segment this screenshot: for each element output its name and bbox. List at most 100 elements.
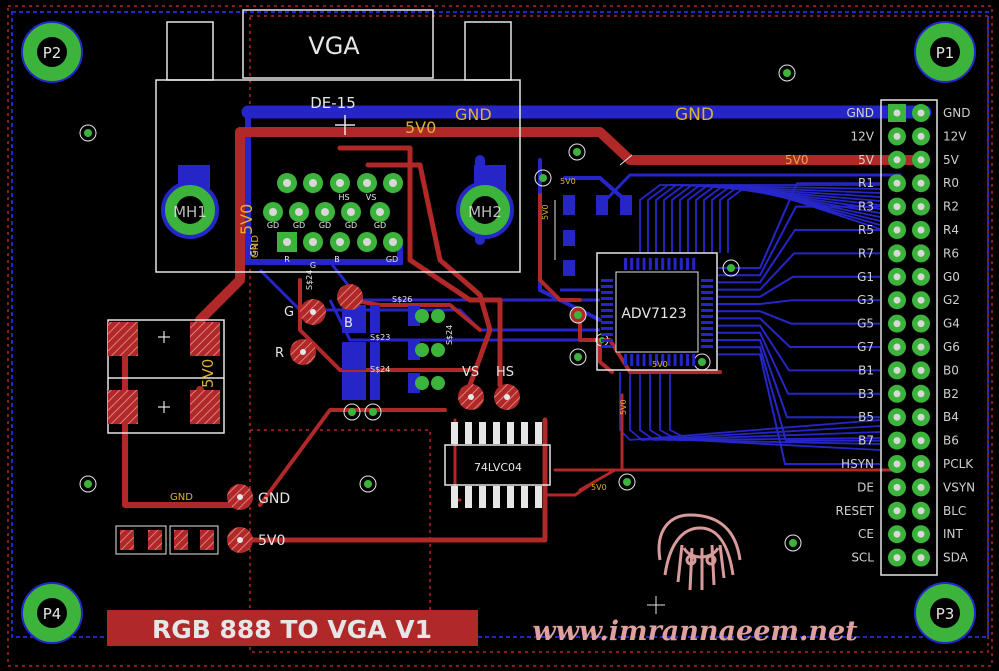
header-right-label: B6	[943, 434, 959, 448]
bus-trace	[727, 183, 881, 253]
header-right-label: G4	[943, 317, 960, 331]
bus-trace	[639, 372, 881, 441]
header-left-label: GND	[846, 106, 874, 120]
header-right-labels: GND12V5VR0R2R4R6G0G2G4G6B0B2B4B6PCLKVSYN…	[943, 106, 975, 565]
vga-signal-gd-3: GD	[319, 221, 331, 230]
header-pin-hole	[917, 296, 925, 304]
net-label-5v0-vertical: 5V0	[237, 204, 256, 235]
chip-pin	[601, 291, 613, 294]
bus-trace	[718, 346, 880, 442]
vga-pin-field	[263, 173, 403, 252]
buffer-pin	[521, 422, 528, 444]
header-pin-hole	[917, 109, 925, 117]
bus-trace	[649, 372, 881, 441]
chip-pin	[624, 354, 627, 366]
chip-pin	[601, 315, 613, 318]
bus-trace	[718, 339, 880, 419]
chip-pin	[667, 354, 671, 366]
header-left-label: R3	[858, 200, 874, 214]
buffer-pin	[535, 422, 542, 444]
header-left-label: DE	[857, 480, 874, 494]
header-pin-hole	[893, 109, 901, 117]
connector-type-label: DE-15	[310, 94, 356, 112]
vga-pin-hole	[389, 179, 397, 187]
buffer-pin	[507, 486, 514, 508]
resistor-packs: S$24 S$26 S$24 S$23 S$24	[305, 270, 454, 400]
mount-hole-mh2: MH2	[456, 165, 514, 239]
header-pin-hole	[917, 203, 925, 211]
chip-pin	[655, 258, 658, 270]
buffer-pin	[493, 422, 500, 444]
chip-adv7123: ADV7123	[596, 252, 718, 371]
header-left-label: B7	[858, 434, 874, 448]
crosshair-marks	[619, 154, 665, 614]
header-pin-hole	[917, 179, 925, 187]
bus-trace	[718, 331, 880, 395]
corner-hole-p2: P2	[21, 21, 83, 83]
chip-pin	[679, 354, 683, 366]
chip-pin	[701, 297, 713, 300]
buffer-pin	[451, 486, 458, 508]
header-pin-hole	[893, 273, 901, 281]
header-left-label: G7	[857, 340, 874, 354]
resistor-value-1: S$24	[305, 270, 314, 290]
vga-pin-hole	[347, 208, 355, 216]
signal-pads	[227, 284, 520, 553]
board-outline-red	[7, 5, 993, 667]
hole-label-p3: P3	[936, 605, 955, 623]
chip-74lvc04: 74LVC04	[444, 422, 551, 508]
pad-label-hs: HS	[496, 365, 514, 380]
header-pin-hole	[893, 460, 901, 468]
vga-pin-hole	[376, 208, 384, 216]
chip-pin	[601, 285, 613, 288]
chip-pin	[642, 354, 646, 366]
header-pin-hole	[893, 437, 901, 445]
header-pin-hole	[893, 296, 901, 304]
vga-pin-hole	[295, 208, 303, 216]
header-left-label: G3	[857, 293, 874, 307]
chip-pin	[686, 258, 689, 270]
header-left-label: SCL	[851, 551, 874, 565]
net-label-5v0-supply: 5V0	[199, 359, 217, 388]
vga-pin-hole	[321, 208, 329, 216]
board-outline-blue	[11, 11, 989, 638]
chip-pin	[601, 339, 613, 342]
hole-label-p2: P2	[43, 44, 62, 62]
vga-signal-gd-5: GD	[374, 221, 386, 230]
header-pin-hole	[917, 132, 925, 140]
header-left-label: G5	[857, 317, 874, 331]
vga-pin-hole	[363, 179, 371, 187]
header-left-label: HSYN	[841, 457, 874, 471]
net-label-5v0-right: 5V0	[785, 153, 808, 167]
vga-pin-hole	[336, 238, 344, 246]
vga-pin-hole	[336, 179, 344, 187]
chip-pin	[630, 258, 634, 270]
vga-signal-gd-7: GD	[249, 244, 258, 256]
chip-pin	[636, 258, 640, 270]
chip-buffer-label: 74LVC04	[474, 461, 522, 474]
vga-signal-g: G	[310, 261, 316, 270]
buffer-pin	[479, 422, 486, 444]
mh1-label: MH1	[173, 203, 207, 221]
bus-trace	[718, 317, 880, 348]
header-pin-hole	[893, 156, 901, 164]
net-label-5v0-chip: 5V0	[652, 360, 668, 369]
buffer-pin	[479, 486, 486, 508]
chip-pin	[673, 354, 677, 366]
header-right-label: 5V	[943, 153, 960, 167]
chip-pin	[686, 354, 689, 366]
vga-pin-hole	[283, 179, 291, 187]
header-right-label: B2	[943, 387, 959, 401]
header-left-label: B5	[858, 410, 874, 424]
header-pin-hole	[893, 483, 901, 491]
smd-parts-top	[554, 195, 632, 276]
header-left-label: B3	[858, 387, 874, 401]
chip-pin	[701, 315, 713, 318]
chip-pin	[601, 333, 613, 336]
header-pin-hole	[917, 460, 925, 468]
chip-pin	[630, 354, 634, 366]
title-bar	[107, 610, 478, 646]
chip-pin	[701, 303, 713, 306]
chip-dac-label: ADV7123	[621, 306, 686, 322]
header-pin-hole	[893, 507, 901, 515]
